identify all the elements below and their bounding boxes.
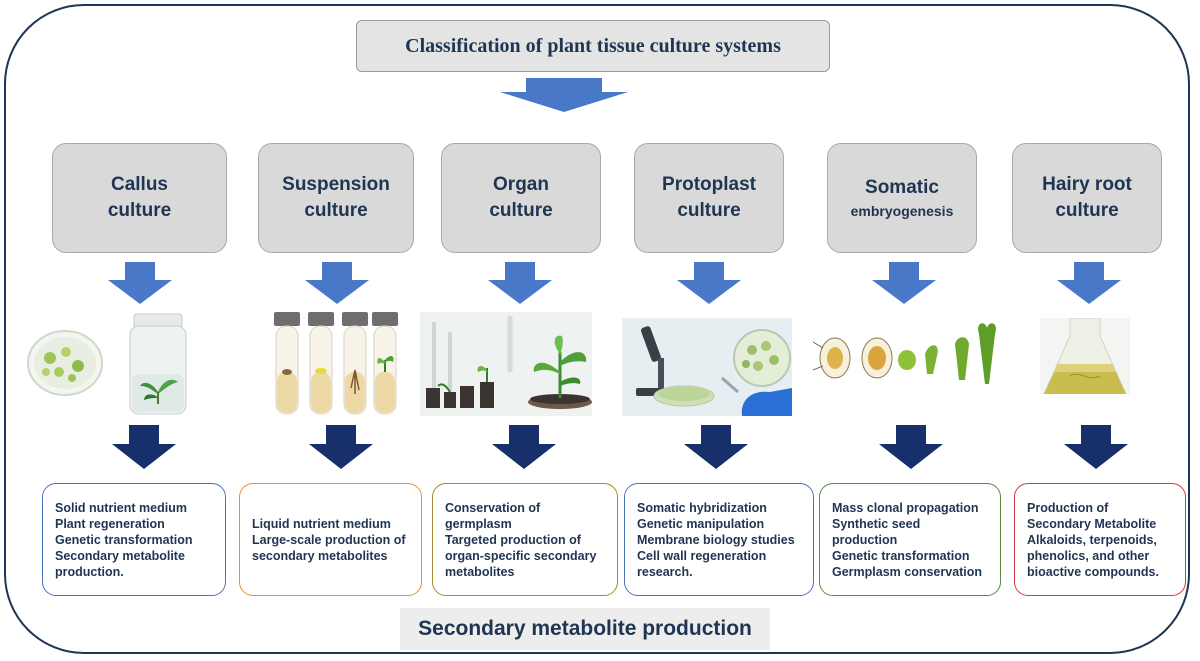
description-item: Secondary metabolite production. bbox=[55, 548, 185, 579]
description-item: Germplasm conservation bbox=[832, 564, 983, 579]
test-tubes-icon bbox=[274, 312, 398, 415]
description-suspension: Liquid nutrient medium Large-scale produ… bbox=[239, 483, 422, 596]
category-line2: embryogenesis bbox=[850, 203, 954, 219]
down-arrow bbox=[1057, 262, 1121, 304]
category-line2: culture bbox=[677, 200, 741, 221]
down-arrow bbox=[488, 262, 552, 304]
description-organ: Conservation of germplasm Targeted produ… bbox=[432, 483, 618, 596]
seedlings-icon bbox=[420, 312, 592, 416]
description-item: Genetic manipulation bbox=[637, 516, 765, 531]
diagram-title: Classification of plant tissue culture s… bbox=[356, 20, 830, 72]
down-arrow bbox=[879, 425, 943, 469]
category-line1: Suspension bbox=[282, 174, 390, 195]
description-item: Genetic transformation bbox=[55, 532, 193, 547]
category-hairy-root: Hairy root culture bbox=[1012, 143, 1162, 253]
description-item: Liquid nutrient medium bbox=[252, 516, 391, 531]
description-item: Synthetic seed production bbox=[832, 516, 921, 547]
description-somatic: Mass clonal propagation Synthetic seed p… bbox=[819, 483, 1001, 596]
down-arrow bbox=[1064, 425, 1128, 469]
outer-frame bbox=[4, 4, 1190, 654]
description-item: Somatic hybridization bbox=[637, 500, 767, 515]
category-somatic: Somatic embryogenesis bbox=[827, 143, 977, 253]
category-line1: Protoplast bbox=[662, 174, 756, 195]
down-arrow bbox=[305, 262, 369, 304]
category-line2: culture bbox=[107, 200, 172, 221]
category-line1: Hairy root bbox=[1042, 174, 1132, 195]
category-line1: Callus bbox=[110, 174, 169, 195]
category-line1: Organ bbox=[493, 174, 549, 195]
category-suspension: Suspension culture bbox=[258, 143, 414, 253]
description-item: Conservation of germplasm bbox=[445, 500, 541, 531]
category-line2: culture bbox=[304, 200, 368, 221]
jar-icon bbox=[129, 313, 187, 415]
down-arrow bbox=[872, 262, 936, 304]
description-item: Solid nutrient medium bbox=[55, 500, 187, 515]
down-arrow bbox=[684, 425, 748, 469]
petri-dish-icon bbox=[27, 330, 103, 396]
down-arrow bbox=[677, 262, 741, 304]
description-item: Large-scale production of secondary meta… bbox=[252, 532, 406, 563]
category-organ: Organ culture bbox=[441, 143, 601, 253]
description-item: Plant regeneration bbox=[55, 516, 165, 531]
description-item: Cell wall regeneration research. bbox=[637, 548, 767, 579]
description-item: Production of Secondary Metabolite Alkal… bbox=[1027, 500, 1159, 579]
description-item: Genetic transformation bbox=[832, 548, 970, 563]
description-callus: Solid nutrient medium Plant regeneration… bbox=[42, 483, 226, 596]
bottom-label: Secondary metabolite production bbox=[400, 608, 770, 650]
category-line2: culture bbox=[489, 200, 553, 221]
embryo-stages-icon bbox=[812, 323, 996, 384]
description-hairy-root: Production of Secondary Metabolite Alkal… bbox=[1014, 483, 1186, 596]
down-arrow bbox=[108, 262, 172, 304]
category-callus: Callus culture bbox=[52, 143, 227, 253]
category-protoplast: Protoplast culture bbox=[634, 143, 784, 253]
microscope-icon bbox=[622, 318, 792, 416]
down-arrow bbox=[492, 425, 556, 469]
main-down-arrow bbox=[500, 78, 628, 112]
down-arrow bbox=[112, 425, 176, 469]
category-line2: culture bbox=[1055, 200, 1119, 221]
description-protoplast: Somatic hybridization Genetic manipulati… bbox=[624, 483, 814, 596]
description-item: Targeted production of organ-specific se… bbox=[445, 532, 597, 579]
down-arrow bbox=[309, 425, 373, 469]
flask-icon bbox=[1040, 318, 1130, 394]
description-item: Membrane biology studies bbox=[637, 532, 795, 547]
description-item: Mass clonal propagation bbox=[832, 500, 979, 515]
category-line1: Somatic bbox=[865, 177, 939, 198]
